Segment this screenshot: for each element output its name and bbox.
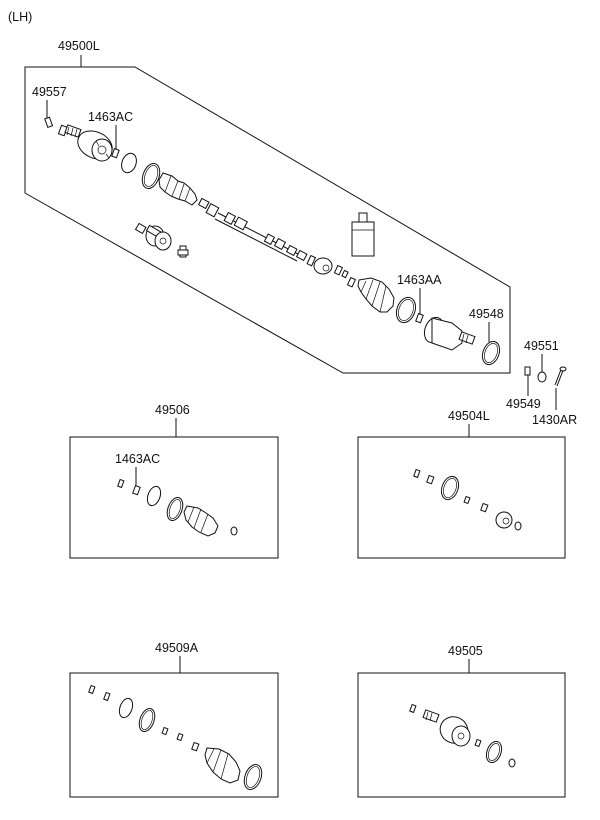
label-1463ac: 1463AC — [88, 110, 133, 124]
label-49549: 49549 — [506, 397, 541, 411]
side-label: (LH) — [8, 10, 32, 24]
kit-49506-box — [69, 436, 279, 559]
boot-band-large — [141, 162, 161, 190]
label-49505: 49505 — [448, 644, 483, 658]
assembly-frame — [24, 66, 511, 374]
tripod-spider — [134, 222, 189, 258]
kit-49509a-parts — [88, 684, 263, 791]
part-49551-nut — [537, 371, 547, 383]
label-49509a: 49509A — [155, 641, 199, 655]
drive-shaft — [197, 197, 308, 262]
label-49557: 49557 — [32, 85, 67, 99]
inner-boot-band — [395, 296, 417, 324]
part-49557-clip — [44, 116, 54, 129]
part-1463aa-clip — [415, 312, 424, 324]
label-49548: 49548 — [469, 307, 504, 321]
label-49506-1463ac: 1463AC — [115, 452, 160, 466]
grease-bottle — [351, 212, 375, 257]
label-49500l: 49500L — [58, 39, 100, 53]
part-1430ar-pin — [554, 366, 567, 387]
part-49549-washer — [524, 366, 531, 376]
label-49504l: 49504L — [448, 409, 490, 423]
inner-cv-housing — [423, 316, 476, 351]
part-49548-ring — [481, 340, 501, 366]
kit-49506-parts — [117, 478, 238, 537]
kit-49505-box — [357, 672, 566, 798]
label-49551: 49551 — [524, 339, 559, 353]
label-1430ar: 1430AR — [532, 413, 577, 427]
kit-49505-parts — [409, 703, 516, 768]
kit-49509a-box — [69, 672, 279, 798]
outer-cv-joint — [57, 124, 113, 162]
part-1463ac-clip — [111, 147, 120, 159]
label-49506: 49506 — [155, 403, 190, 417]
inner-joint-parts — [306, 254, 357, 288]
outer-boot — [158, 172, 198, 206]
label-1463aa: 1463AA — [397, 273, 442, 287]
inner-boot — [357, 277, 395, 313]
kit-49504l-parts — [413, 468, 522, 531]
kit-49504l-box — [357, 436, 566, 559]
boot-band-small — [121, 152, 137, 174]
